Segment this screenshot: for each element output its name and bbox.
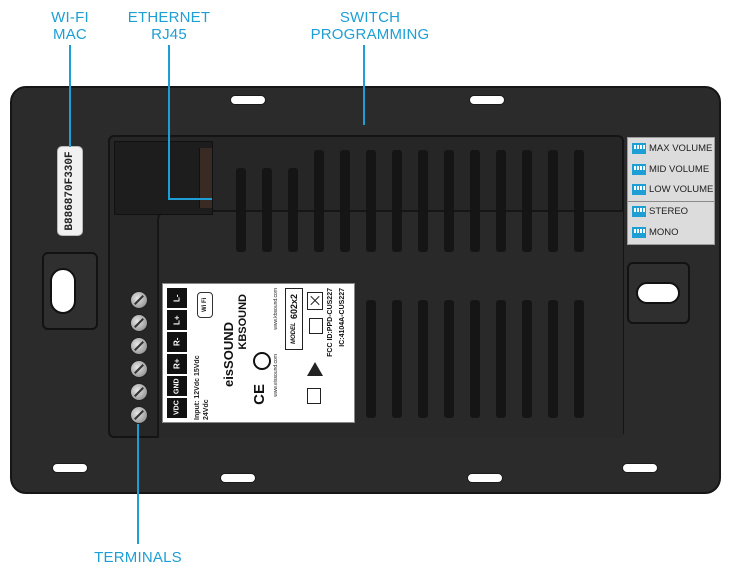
dip-row-stereo[interactable]: STEREO (632, 204, 688, 218)
vent-slot (574, 150, 584, 252)
dip-row-max-volume[interactable]: MAX VOLUME (632, 141, 712, 155)
vent-slot (522, 300, 532, 418)
vent-slot (418, 150, 428, 252)
house-icon (307, 388, 321, 404)
dip-switch-icon (632, 226, 646, 238)
right-mount-hole (636, 282, 680, 304)
mac-address-sticker: B886870F330F (57, 146, 83, 236)
ce-mark: CE (251, 384, 268, 405)
terminals-callout: TERMINALS (94, 549, 182, 566)
vent-slot (470, 300, 480, 418)
ethernet-port-edge (199, 148, 212, 208)
vent-slot (574, 300, 584, 418)
ic-id: IC:4104A-CUS227 (339, 288, 346, 347)
vent-slot (522, 150, 532, 252)
power-icon (253, 352, 271, 370)
switch-programming-callout: SWITCH PROGRAMMING (310, 9, 430, 43)
website-top: www.kbsound.com (273, 288, 279, 330)
vent-slot (236, 168, 246, 252)
model-number: 602x2 (289, 294, 299, 320)
dip-row-mono[interactable]: MONO (632, 225, 679, 239)
switch-programming-leader (363, 45, 365, 125)
dip-divider (628, 201, 714, 202)
model-prefix: MODEL (291, 322, 297, 344)
vent-slot (314, 150, 324, 252)
wifi-mac-leader (69, 45, 71, 147)
terminal-screw[interactable] (130, 360, 148, 378)
terminal-screw[interactable] (130, 291, 148, 309)
model-box: MODEL 602x2 (285, 288, 303, 350)
input-line: 24Vdc (203, 399, 210, 420)
terminal-label: VDC (167, 398, 187, 418)
dip-switch-icon (632, 163, 646, 175)
terminals-leader (137, 424, 139, 544)
dip-row-low-volume[interactable]: LOW VOLUME (632, 182, 713, 196)
terminal-screw[interactable] (130, 314, 148, 332)
ethernet-leader-vertical (168, 45, 170, 200)
terminal-label-strip: L- L+ R- R+ GND VDC (167, 288, 187, 419)
mac-address-text: B886870F330F (64, 151, 76, 231)
input-line: 15Vdc (194, 355, 201, 377)
product-label: L- L+ R- R+ GND VDC Input: 12Vdc 15Vdc 2… (162, 283, 355, 423)
dip-label: LOW VOLUME (649, 183, 714, 195)
dip-row-mid-volume[interactable]: MID VOLUME (632, 162, 709, 176)
vent-slot (392, 150, 402, 252)
wifi-mac-callout: WI-FI MAC (51, 9, 89, 43)
vent-slot (262, 168, 272, 252)
vent-slot (444, 150, 454, 252)
terminal-screw[interactable] (130, 337, 148, 355)
vent-slot (496, 300, 506, 418)
vent-slot (470, 150, 480, 252)
terminal-label: L+ (167, 310, 187, 330)
dip-label: STEREO (649, 205, 689, 217)
vent-slot (496, 150, 506, 252)
mount-slot-bottom-3 (467, 473, 503, 483)
fcc-id: FCC ID:PPD-CUS227 (327, 288, 334, 357)
eissound-brand: eisSOUND (221, 322, 236, 388)
vent-slot (366, 150, 376, 252)
terminal-label: R- (167, 332, 187, 352)
dip-label: MAX VOLUME (649, 142, 713, 154)
kbsound-brand: KBSOUND (237, 294, 249, 350)
vent-slot (548, 300, 558, 418)
dip-switch-panel: MAX VOLUME MID VOLUME LOW VOLUME STEREO … (627, 137, 715, 245)
vent-slot (366, 300, 376, 418)
ethernet-callout: ETHERNET RJ45 (127, 9, 211, 43)
manual-icon (309, 318, 323, 334)
left-mount-hole (50, 268, 76, 314)
website-text: www.eissound.com (273, 354, 279, 397)
mount-slot-bottom-1 (52, 463, 88, 473)
vent-slot (444, 300, 454, 418)
dip-label: MID VOLUME (649, 163, 710, 175)
mount-slot-bottom-2 (220, 473, 256, 483)
ethernet-leader-horizontal (168, 198, 212, 200)
mount-slot-top-1 (230, 95, 266, 105)
terminal-label: L- (167, 288, 187, 308)
recycle-bin-icon (307, 292, 323, 310)
vent-slot (418, 300, 428, 418)
input-title: Input: (194, 400, 201, 420)
mount-slot-bottom-4 (622, 463, 658, 473)
terminal-label: R+ (167, 354, 187, 374)
terminal-label: GND (167, 376, 187, 396)
input-line: 12Vdc (194, 377, 201, 399)
dip-switch-icon (632, 142, 646, 154)
vent-slot (288, 168, 298, 252)
dip-switch-icon (632, 205, 646, 217)
vent-slot (340, 150, 350, 252)
terminal-screw[interactable] (130, 406, 148, 424)
vent-slot (392, 300, 402, 418)
vent-slot (548, 150, 558, 252)
wifi-badge: Wi Fi (197, 292, 213, 318)
terminal-screw[interactable] (130, 383, 148, 401)
warning-icon (307, 362, 323, 376)
ethernet-rj45-port (114, 141, 213, 215)
dip-label: MONO (649, 226, 679, 238)
mount-slot-top-2 (469, 95, 505, 105)
dip-switch-icon (632, 183, 646, 195)
